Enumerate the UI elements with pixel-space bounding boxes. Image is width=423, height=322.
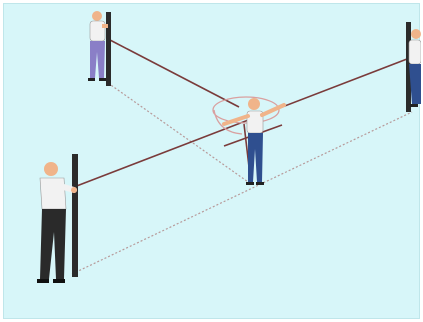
trousers xyxy=(248,133,263,182)
survey-illustration xyxy=(4,4,421,320)
right-arm xyxy=(262,105,284,115)
shirt xyxy=(409,40,421,64)
shirt xyxy=(40,178,66,209)
ropes xyxy=(74,40,407,187)
head xyxy=(411,29,421,39)
trousers xyxy=(90,41,105,78)
person-right xyxy=(406,22,421,112)
ground-line-front xyxy=(72,112,412,274)
pole-front-left xyxy=(72,154,78,277)
head xyxy=(44,162,58,176)
trousers xyxy=(40,209,66,279)
head xyxy=(248,98,260,110)
arm xyxy=(102,24,108,28)
ground-lines xyxy=(72,83,412,274)
pole-back-left xyxy=(106,12,111,86)
illustration-frame xyxy=(3,3,420,319)
person-front-left xyxy=(37,154,78,283)
head xyxy=(92,11,102,21)
person-back-left xyxy=(88,11,111,86)
rope-back-to-center xyxy=(110,40,239,107)
